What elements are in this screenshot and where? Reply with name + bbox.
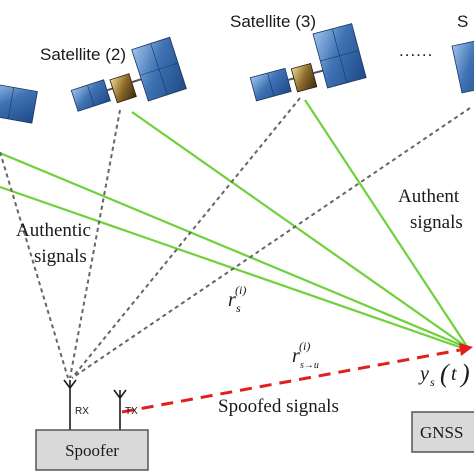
r-su-i-formula: r (i) s→u [292, 339, 319, 371]
satellite-2-label: Satellite (2) [40, 45, 126, 64]
solar-panel [451, 39, 474, 94]
ys-close-paren: ) [459, 359, 470, 388]
satellite-3 [249, 23, 367, 102]
satellite-right-partial [451, 39, 474, 94]
spoofed-signal-line [121, 348, 461, 414]
satellite-partial-label: S [457, 12, 468, 31]
dashed-line-satellite-2 [69, 109, 121, 379]
rx-label: RX [75, 406, 89, 417]
authentic-signals-label-left-line2: signals [34, 246, 87, 267]
satellite-left-partial [0, 82, 38, 124]
solar-panel-right [131, 36, 187, 102]
satellite-body [290, 63, 318, 93]
svg-text:(i): (i) [299, 339, 310, 353]
authentic-signals-label-right-line2: signals [410, 212, 463, 233]
authentic-signals-label-right-line1: Authent [398, 186, 460, 207]
boom-right [312, 69, 324, 75]
svg-text:y: y [418, 363, 429, 385]
svg-text:t: t [451, 363, 457, 385]
svg-text:r: r [292, 345, 300, 367]
solar-panel-right [312, 23, 367, 89]
satellite-2 [70, 36, 187, 112]
spoofer-device: Spoofer [35, 429, 149, 471]
solar-panel-left [0, 82, 38, 124]
gnss-receiver: GNSS [411, 411, 474, 453]
svg-text:s→u: s→u [300, 360, 319, 371]
boom-left [106, 87, 114, 92]
spoofed-signal-arrowhead [459, 343, 473, 356]
solar-panel-left [249, 67, 292, 102]
spoofer-label: Spoofer [65, 441, 119, 460]
solar-panel-left [70, 79, 111, 112]
svg-text:(i): (i) [235, 283, 246, 297]
spoofed-signals-label: Spoofed signals [218, 396, 339, 417]
svg-text:s: s [236, 301, 241, 315]
gnss-receiver-label: GNSS [420, 423, 463, 442]
dashed-line-left-satellite [0, 151, 69, 379]
satellite-3-label: Satellite (3) [230, 12, 316, 31]
authentic-line-from-satellite-3 [304, 99, 469, 349]
dashed-line-satellite-3 [71, 97, 301, 379]
tx-label: TX [125, 406, 138, 417]
satellite-body [109, 73, 137, 104]
authentic-line-from-left-satellite [0, 151, 469, 350]
r-s-i-formula: r (i) s [228, 283, 246, 315]
authentic-line-from-satellite-2 [131, 111, 469, 349]
more-satellites-ellipsis: ...... [399, 41, 433, 60]
spoofer-reception-lines [0, 97, 471, 379]
authentic-signals-label-left-line1: Authentic [16, 220, 91, 241]
authentic-signal-lines [0, 99, 469, 352]
boom-left [287, 77, 295, 81]
tx-antenna [113, 389, 127, 430]
ys-open-paren: ( [440, 359, 450, 388]
ys-t-formula: y s ( t ) [418, 359, 470, 389]
svg-text:r: r [228, 289, 236, 311]
rx-antenna [63, 379, 77, 430]
panel-divider [7, 87, 15, 119]
svg-text:s: s [430, 375, 435, 389]
boom-right [131, 78, 142, 84]
dashed-line-right-satellite [71, 107, 471, 379]
